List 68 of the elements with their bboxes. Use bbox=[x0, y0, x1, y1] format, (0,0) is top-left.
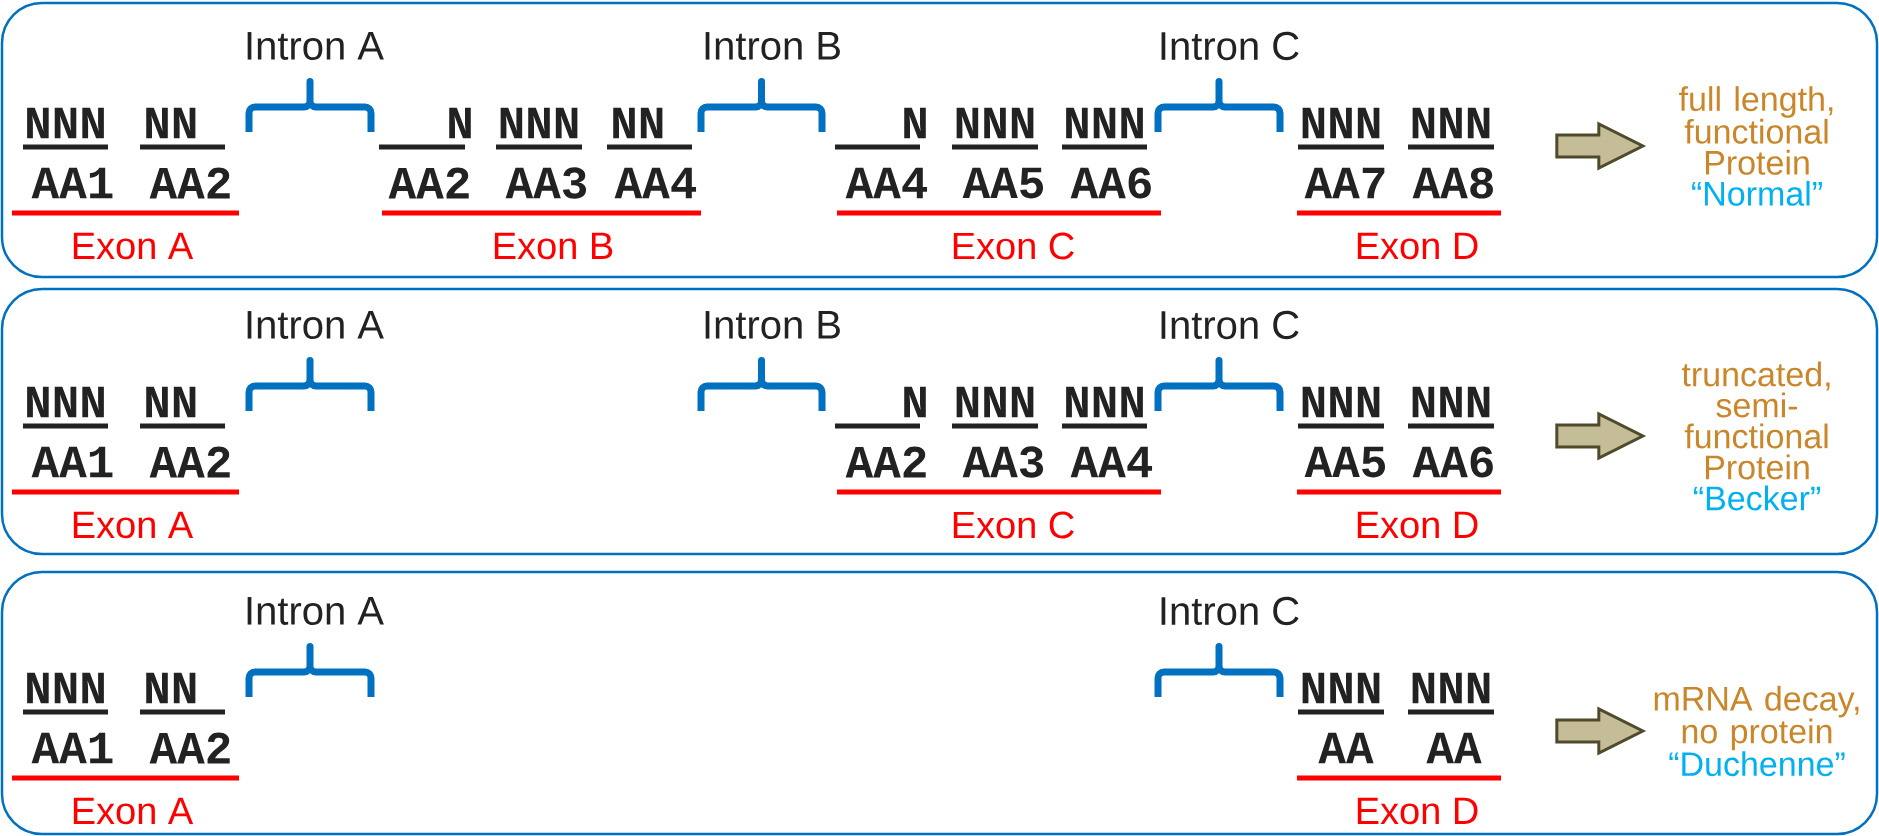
intron-label: Intron C bbox=[1161, 596, 1299, 626]
block-arrow bbox=[1555, 706, 1647, 756]
intron-label: Intron A bbox=[247, 311, 384, 339]
exon-label: Exon A bbox=[73, 511, 194, 539]
codon-label: NNN bbox=[1408, 386, 1494, 429]
codon-label: NNN bbox=[496, 107, 582, 150]
amino-acid-label: AA6 bbox=[1070, 167, 1151, 199]
codon-label: NN bbox=[140, 386, 225, 429]
outcome-text: full length, functional Protein “Normal” bbox=[1679, 86, 1833, 206]
amino-acid-label: AA1 bbox=[31, 167, 113, 199]
codon-label: NNN bbox=[23, 386, 108, 429]
amino-acid-label: AA8 bbox=[1412, 167, 1493, 199]
amino-acid-label: AA2 bbox=[149, 167, 230, 199]
exon-label: Exon A bbox=[73, 232, 194, 260]
codon-label: NN bbox=[140, 672, 225, 715]
codon-label: NN bbox=[140, 107, 225, 150]
amino-acid-label: AA5 bbox=[1304, 446, 1386, 478]
amino-acid-label: AA2 bbox=[388, 167, 469, 199]
amino-acid-label: AA4 bbox=[845, 167, 928, 199]
codon-label: NNN bbox=[1408, 107, 1494, 150]
amino-acid-label: AA1 bbox=[31, 732, 113, 764]
intron-label: Intron A bbox=[247, 597, 384, 625]
codon-label: NNN bbox=[23, 107, 108, 150]
intron-label: Intron B bbox=[705, 311, 840, 339]
amino-acid-label: AA5 bbox=[962, 167, 1043, 199]
codon-label: NNN bbox=[1062, 107, 1147, 150]
amino-acid-label: AA bbox=[1318, 732, 1374, 764]
amino-acid-label: AA bbox=[1426, 732, 1482, 764]
amino-acid-label: AA2 bbox=[845, 446, 926, 478]
codon-label: N bbox=[379, 107, 471, 150]
exon-label: Exon D bbox=[1357, 232, 1478, 260]
codon-label: N bbox=[835, 386, 926, 429]
codon-label: NNN bbox=[1298, 107, 1384, 150]
exon-label: Exon C bbox=[953, 511, 1074, 539]
amino-acid-label: AA7 bbox=[1304, 167, 1385, 199]
codon-label: NN bbox=[607, 107, 692, 150]
amino-acid-label: AA2 bbox=[149, 446, 230, 478]
outcome-text: mRNA decay, no protein “Duchenne” bbox=[1654, 685, 1859, 777]
intron-label: Intron B bbox=[705, 32, 840, 60]
amino-acid-label: AA4 bbox=[614, 167, 697, 199]
intron-label: Intron C bbox=[1161, 31, 1299, 61]
codon-label: NNN bbox=[952, 107, 1038, 150]
codon-label: NNN bbox=[1408, 672, 1494, 715]
amino-acid-label: AA2 bbox=[149, 732, 230, 764]
panel-box bbox=[0, 1, 1879, 279]
amino-acid-label: AA1 bbox=[31, 446, 113, 478]
exon-label: Exon C bbox=[953, 232, 1074, 260]
amino-acid-label: AA4 bbox=[1070, 446, 1153, 478]
amino-acid-label: AA6 bbox=[1412, 446, 1493, 478]
block-arrow bbox=[1555, 121, 1647, 171]
codon-label: NNN bbox=[1298, 386, 1384, 429]
exon-label: Exon D bbox=[1357, 797, 1478, 825]
block-arrow bbox=[1555, 411, 1647, 461]
codon-label: NNN bbox=[23, 672, 108, 715]
codon-label: NNN bbox=[1062, 386, 1147, 429]
exon-label: Exon B bbox=[494, 232, 613, 260]
intron-label: Intron C bbox=[1161, 310, 1299, 340]
codon-label: N bbox=[835, 107, 926, 150]
amino-acid-label: AA3 bbox=[505, 167, 587, 199]
exon-label: Exon D bbox=[1357, 511, 1478, 539]
amino-acid-label: AA3 bbox=[962, 446, 1044, 478]
panel-box bbox=[0, 287, 1879, 556]
codon-label: NNN bbox=[952, 386, 1038, 429]
panel-box bbox=[0, 570, 1879, 836]
exon-label: Exon A bbox=[73, 797, 194, 825]
intron-label: Intron A bbox=[247, 32, 384, 60]
codon-label: NNN bbox=[1298, 672, 1384, 715]
outcome-text: truncated, semi-functional Protein “Becker” bbox=[1681, 361, 1830, 511]
